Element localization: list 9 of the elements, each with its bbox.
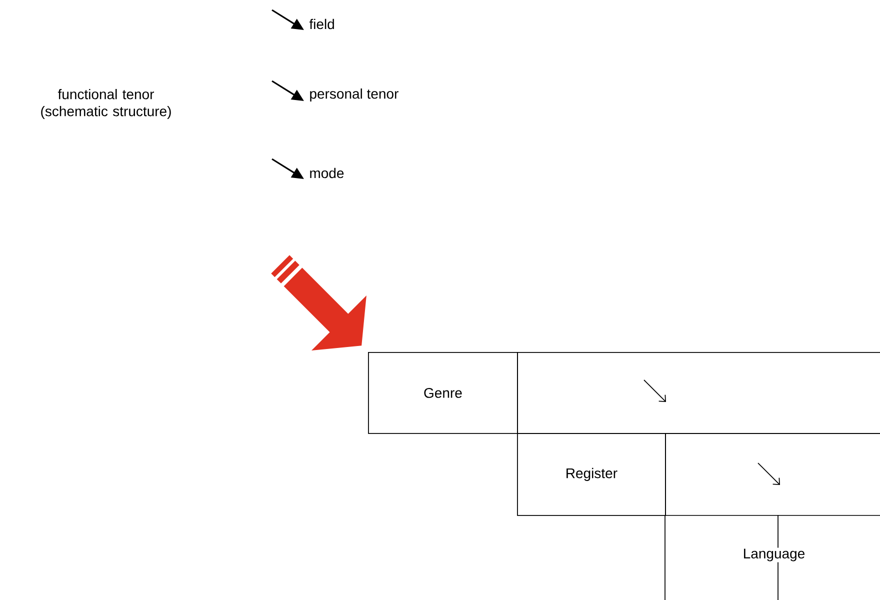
empty-box [517, 352, 880, 434]
node-text: personal tenor [310, 88, 398, 102]
label-box: Register [517, 433, 666, 516]
node-text: field [309, 18, 334, 30]
node-text: mode [310, 168, 344, 178]
node-text: Language [742, 548, 806, 562]
node-text: functional tenor (schematic structure) [41, 88, 171, 120]
label-box: Genre [368, 352, 518, 434]
empty-box [665, 433, 880, 516]
